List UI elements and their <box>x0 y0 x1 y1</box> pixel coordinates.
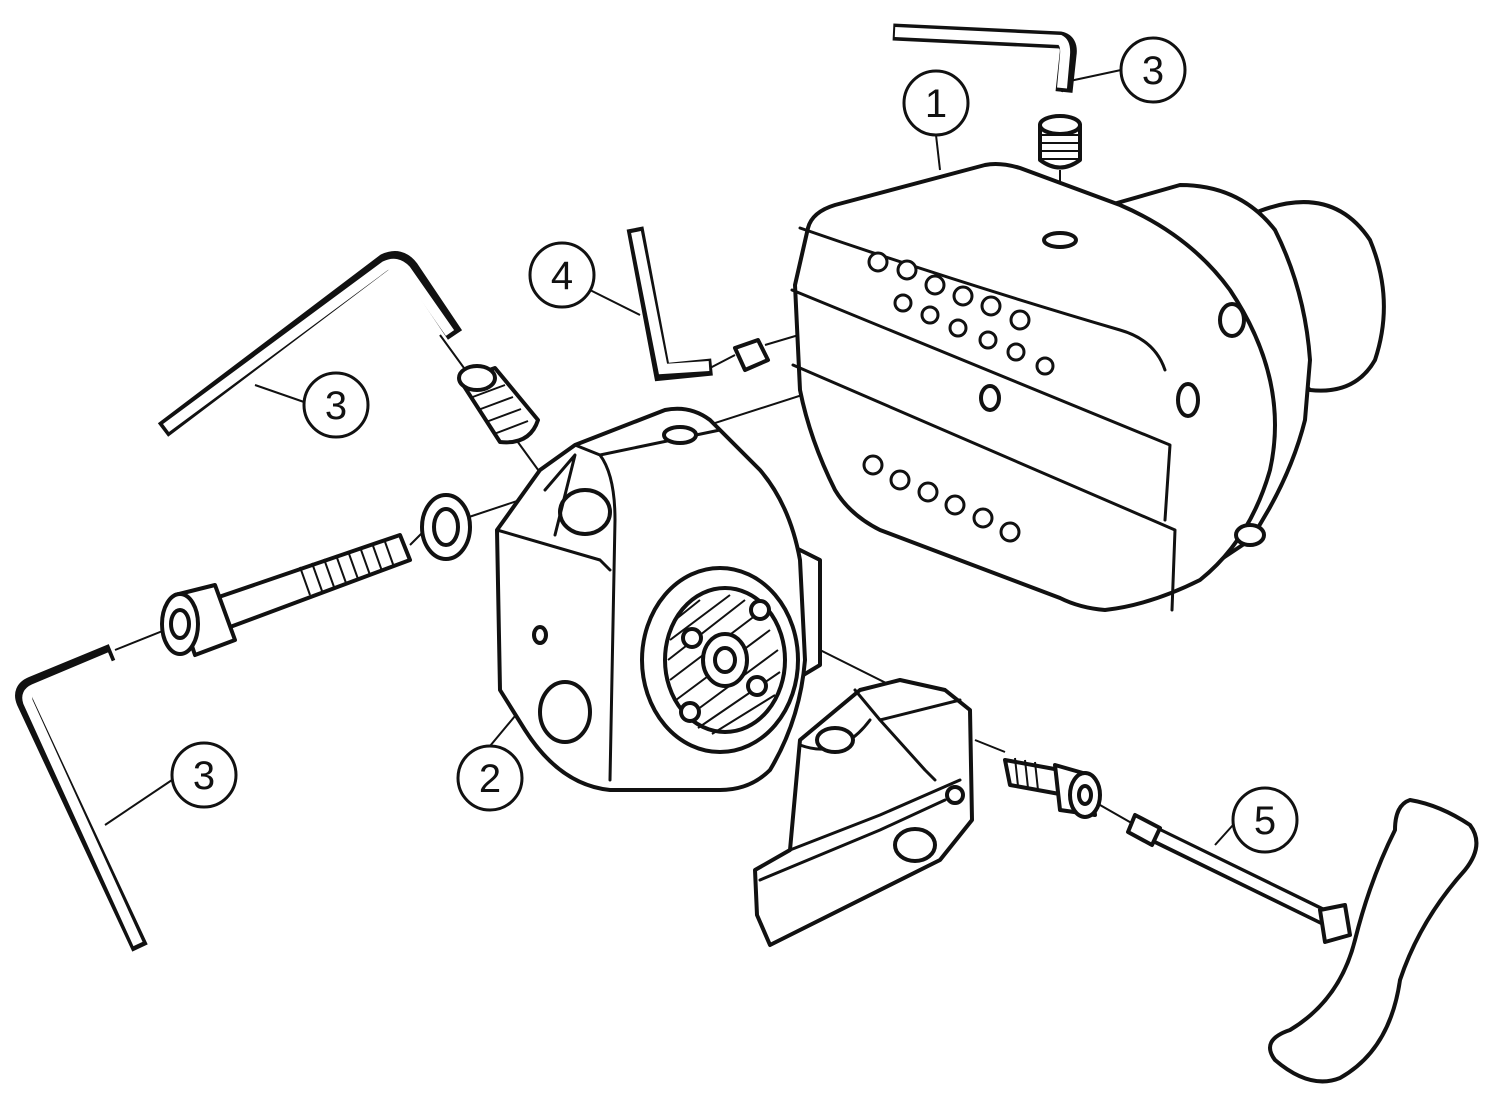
callout-label: 3 <box>1142 49 1164 93</box>
callout-label: 5 <box>1254 799 1276 843</box>
washer <box>420 493 472 561</box>
callout-label: 3 <box>193 754 215 798</box>
holder-hole-pattern <box>862 251 1055 543</box>
small-set-screw <box>733 338 770 372</box>
callout-label: 4 <box>551 254 573 298</box>
serrated-disc <box>640 566 800 754</box>
adapter-block <box>495 406 822 792</box>
hex-key-left <box>157 251 463 437</box>
callout-3-left: 3 <box>302 371 370 439</box>
tool-holder-body <box>790 162 1386 612</box>
cap-screw-small <box>1003 757 1102 819</box>
t-handle-wrench <box>1126 798 1479 1084</box>
callout-4: 4 <box>528 241 596 309</box>
hex-key-bottom-left <box>15 644 148 952</box>
callout-3-bottom-left: 3 <box>170 741 238 809</box>
callout-label: 2 <box>479 757 501 801</box>
hex-key-small <box>626 226 713 382</box>
hex-key-top <box>892 23 1077 93</box>
callout-1: 1 <box>902 69 970 137</box>
callout-5: 5 <box>1231 786 1299 854</box>
callout-2: 2 <box>456 744 524 812</box>
cartridge <box>753 678 974 947</box>
callout-label: 1 <box>925 82 947 126</box>
callout-label: 3 <box>325 384 347 428</box>
set-screw-top <box>1038 114 1082 170</box>
callout-3-top: 3 <box>1119 36 1187 104</box>
set-screw-left <box>457 364 540 445</box>
cap-screw-long <box>160 533 412 657</box>
